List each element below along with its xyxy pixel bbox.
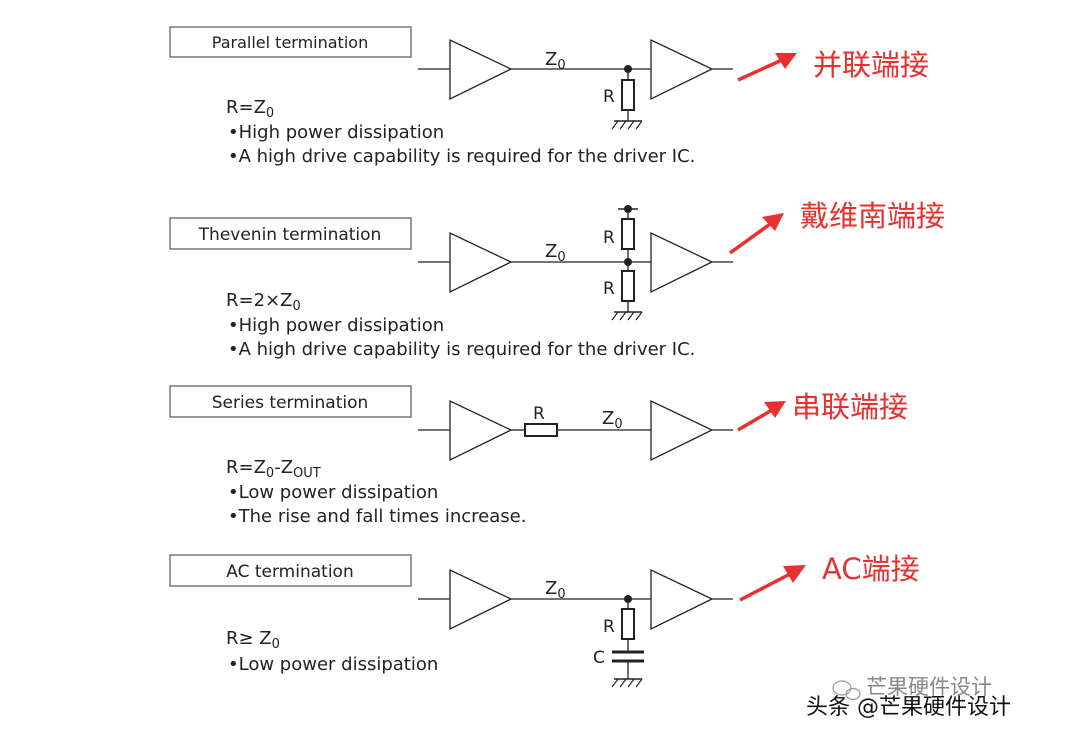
note: •Low power dissipation [228, 482, 438, 503]
receiver-buffer [650, 568, 714, 631]
note: •Low power dissipation [228, 654, 438, 675]
section-title: AC termination [226, 562, 353, 582]
formula: R=2×Z0 [226, 290, 301, 314]
capacitor [612, 650, 644, 663]
note: •A high drive capability is required for… [228, 146, 695, 167]
resistor-label: R [603, 228, 615, 248]
section-parallel: Parallel termination Z0 R R=Z0 •High pow… [169, 26, 929, 167]
note: •High power dissipation [228, 315, 444, 336]
driver-buffer [449, 399, 513, 462]
line-label: Z0 [545, 49, 566, 73]
formula: R=Z0-ZOUT [226, 457, 321, 481]
resistor-label: R [533, 404, 545, 424]
title-box [169, 26, 412, 58]
section-thevenin: Thevenin termination Z0 R R R=2×Z0 •High… [169, 199, 945, 360]
section-title: Thevenin termination [198, 225, 382, 245]
section-title: Parallel termination [212, 33, 368, 52]
watermark-faint: 芒果硬件设计 [866, 675, 992, 699]
receiver-buffer [650, 399, 714, 462]
formula: R≥ Z0 [226, 628, 280, 652]
receiver-buffer [650, 231, 714, 294]
line-label: Z0 [545, 241, 566, 265]
driver-buffer [449, 38, 513, 101]
resistor [621, 79, 635, 111]
note: •A high drive capability is required for… [228, 339, 695, 360]
driver-buffer [449, 231, 513, 294]
resistor [621, 270, 635, 302]
cn-label: 戴维南端接 [800, 199, 945, 233]
resistor [621, 218, 635, 250]
resistor-label: R [603, 87, 615, 107]
ground-icon [611, 678, 643, 688]
section-title: Series termination [212, 393, 369, 413]
formula: R=Z0 [226, 97, 274, 121]
capacitor-label: C [593, 648, 605, 668]
arrow-icon [728, 213, 784, 255]
note: •The rise and fall times increase. [228, 506, 526, 527]
title-box [169, 554, 412, 587]
watermark-text: 头条 @芒果硬件设计 [806, 695, 1011, 720]
resistor-label: R [603, 617, 615, 637]
title-box [169, 385, 412, 418]
driver-buffer [449, 568, 513, 631]
section-series: Series termination R Z0 R=Z0-ZOUT •Low p… [169, 385, 908, 527]
line-label: Z0 [545, 578, 566, 602]
arrow-icon [739, 565, 806, 602]
cn-label: AC端接 [822, 552, 920, 586]
note: •High power dissipation [228, 122, 444, 143]
ground-icon [611, 120, 643, 130]
resistor-label: R [603, 279, 615, 299]
wechat-icon [832, 680, 861, 701]
cn-label: 并联端接 [813, 48, 929, 82]
series-resistor [524, 423, 558, 437]
title-box [169, 217, 412, 250]
section-ac: AC termination Z0 R C R≥ Z0 •Low power d… [169, 552, 920, 688]
watermark: 芒果硬件设计 头条 @芒果硬件设计 [806, 675, 1011, 720]
receiver-buffer [650, 38, 714, 101]
cn-label: 串联端接 [792, 390, 908, 424]
line-label: Z0 [602, 408, 623, 432]
arrow-icon [737, 401, 786, 432]
arrow-icon [737, 53, 797, 82]
ground-icon [611, 311, 643, 321]
resistor [621, 608, 635, 640]
